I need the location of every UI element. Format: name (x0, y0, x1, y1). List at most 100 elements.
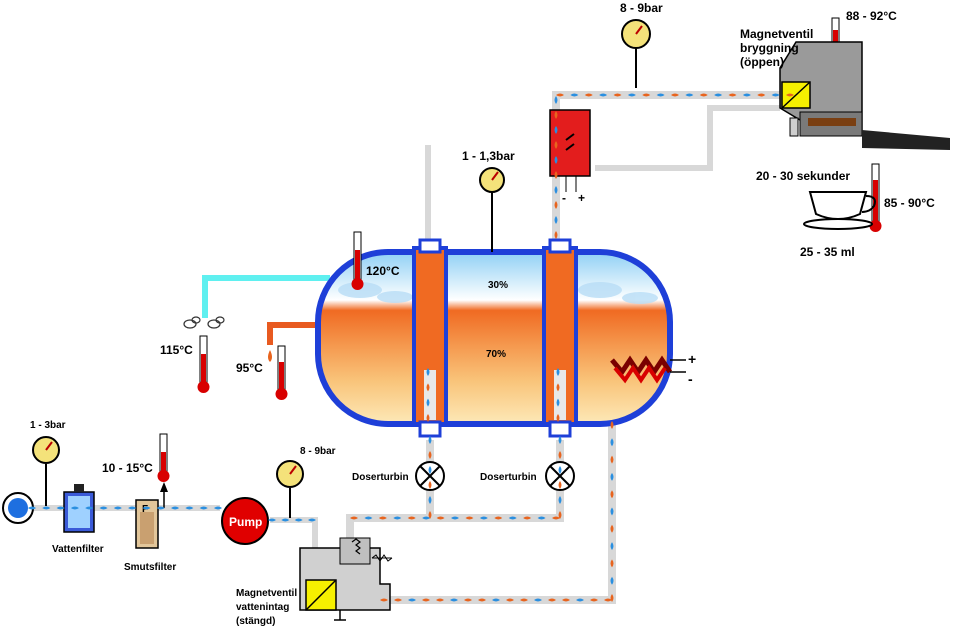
flow-drop (554, 201, 558, 209)
flow-drop (378, 516, 387, 520)
flow-drop (610, 421, 614, 429)
flow-drop (506, 598, 514, 602)
flow-drop (426, 398, 430, 407)
flow-drop (428, 511, 432, 519)
flow-drop (537, 516, 546, 520)
water-filter-label: Vattenfilter (52, 544, 104, 555)
steam-wand-pipe (202, 275, 330, 318)
flow-drop (714, 93, 723, 97)
flow-drop (436, 598, 444, 602)
flow-droplets (28, 93, 794, 602)
flow-drop (554, 216, 558, 224)
heat-exchanger-right (542, 246, 578, 426)
flow-drop (308, 518, 316, 522)
flow-drop (478, 598, 486, 602)
hx-plus-label: + (578, 191, 585, 205)
flow-drop (408, 598, 416, 602)
flow-drop (428, 496, 432, 504)
steam-wand-thermometer-icon (197, 335, 210, 393)
doser-right-label: Doserturbin (480, 472, 537, 483)
flow-drop (610, 542, 614, 551)
steam-wand-temp-label: 115°C (160, 343, 193, 357)
cup-volume-label: 25 - 35 ml (800, 245, 855, 259)
flow-drop (556, 414, 560, 422)
flow-drop (610, 576, 614, 585)
doser-turbine-left-icon (415, 461, 445, 491)
flow-drop (685, 93, 694, 97)
flow-drop (428, 481, 432, 489)
flow-drop (422, 598, 430, 602)
flow-drop (610, 472, 614, 481)
steam-clouds (338, 282, 658, 304)
flow-drop (558, 466, 562, 474)
group-heater-icon (549, 109, 591, 192)
heater-plus-label: + (688, 351, 696, 367)
flow-drop (556, 383, 560, 392)
hot-water-thermometer-icon (275, 345, 288, 400)
pump-out-pipe (270, 517, 318, 548)
inlet-temp-label: 10 - 15°C (102, 461, 153, 475)
flow-drop (508, 516, 517, 520)
pump-pressure-label: 8 - 9bar (300, 446, 336, 457)
flow-drop (436, 516, 445, 520)
flow-drop (171, 506, 180, 510)
flow-drop (294, 518, 303, 522)
flow-drop (523, 516, 532, 520)
flow-drop (393, 516, 402, 520)
flow-drop (364, 516, 373, 520)
flow-drop (584, 93, 593, 97)
inlet-valve-title: Magnetventil (236, 588, 297, 599)
flow-drop (558, 511, 562, 519)
flow-drop (128, 506, 137, 510)
boiler-pressure-label: 1 - 1,3bar (462, 149, 515, 163)
portafilter-icon (779, 41, 950, 150)
top-pressure-label: 8 - 9bar (620, 1, 663, 15)
flow-drop (520, 598, 528, 602)
water-tap-icon (2, 492, 34, 524)
dirt-filter-icon (135, 499, 159, 549)
doser-left-label: Doserturbin (352, 472, 409, 483)
hot-water-pipe (267, 322, 325, 345)
brew-valve-line3: (öppen) (740, 55, 784, 69)
flow-drop (479, 516, 488, 520)
inlet-pressure-gauge-icon (32, 436, 60, 506)
flow-drop (422, 516, 431, 520)
pump-label: Pump (229, 515, 262, 529)
flow-drop (380, 598, 388, 602)
flow-drop (534, 598, 542, 602)
steam-nozzle-icon (183, 316, 225, 329)
flow-drop (70, 506, 79, 510)
flow-drop (426, 414, 430, 422)
flow-drop (428, 436, 432, 444)
dirt-filter-letter: F (142, 504, 148, 515)
flow-drop (642, 93, 651, 97)
flow-drop (671, 93, 679, 97)
pump-icon (221, 497, 269, 545)
flow-drop (742, 93, 751, 97)
flow-drop (627, 93, 636, 97)
flow-drop (407, 516, 416, 520)
flow-drop (613, 93, 622, 97)
inlet-valve-line2: vattenintag (236, 602, 289, 613)
flow-drop (699, 93, 708, 97)
cup-temp-label: 85 - 90°C (884, 196, 935, 210)
flow-drop (610, 507, 614, 516)
cup-thermometer-icon (869, 163, 882, 232)
flow-drop (554, 141, 558, 149)
flow-drop (610, 455, 614, 464)
flow-drop (199, 506, 208, 510)
flow-drop (554, 111, 558, 119)
flow-drop (492, 598, 500, 602)
hot-water-drop-icon (268, 350, 272, 362)
flow-drop (28, 506, 36, 510)
flow-drop (610, 524, 614, 533)
flow-drop (494, 516, 503, 520)
heating-element-icon (610, 355, 686, 384)
boiler-temp-label: 120°C (366, 264, 400, 278)
inlet-thermometer-icon (157, 433, 170, 482)
flow-drop (465, 516, 474, 520)
flow-drop (451, 516, 459, 520)
brew-time-label: 20 - 30 sekunder (756, 169, 850, 183)
flow-drop (426, 383, 430, 392)
